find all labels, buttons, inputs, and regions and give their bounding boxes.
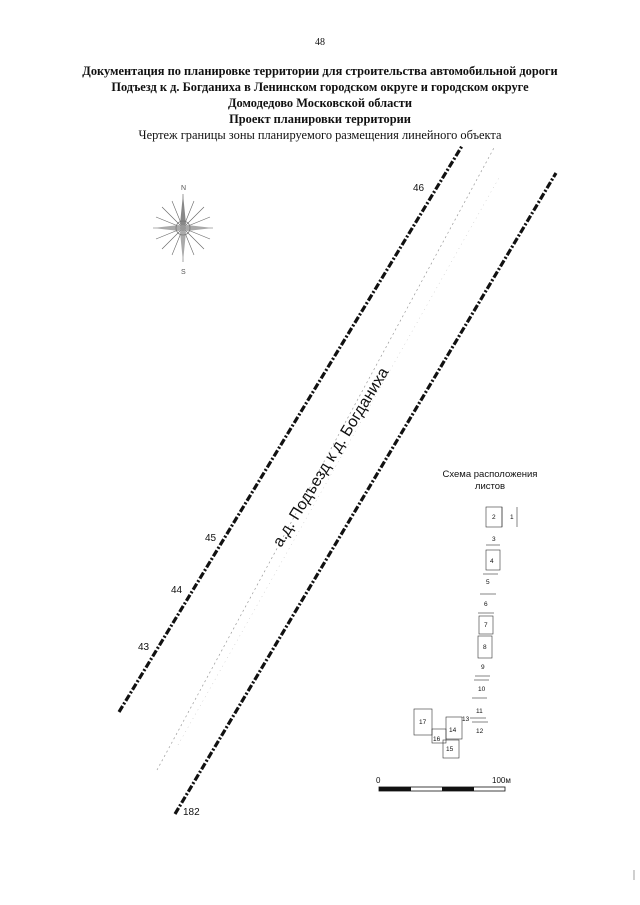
compass-rose-icon: N S — [153, 185, 213, 276]
header-line-3: Домодедово Московской области — [227, 96, 413, 110]
header-line-5: Чертеж границы зоны планируемого размеще… — [138, 128, 502, 142]
road-centerline — [156, 145, 501, 771]
scale-bar: 0 100м — [376, 776, 511, 792]
picket-182-label: 182 — [183, 807, 200, 818]
sheet-number: 2 — [492, 514, 496, 521]
header-line-1: Документация по планировке территории дл… — [82, 64, 558, 78]
sheet-number: 4 — [490, 558, 494, 565]
header-line-4: Проект планировки территории — [229, 112, 411, 126]
picket-44-label: 44 — [171, 585, 183, 596]
sheet-number: 1 — [510, 514, 514, 521]
scale-end-label: 100м — [492, 776, 511, 785]
road-label: а.д. Подъезд к д. Богданиха — [270, 365, 393, 550]
picket-45-label: 45 — [205, 533, 217, 544]
sheet-number: 16 — [433, 736, 441, 743]
sheet-number: 7 — [484, 622, 488, 629]
header-line-2: Подъезд к д. Богданиха в Ленинском город… — [111, 80, 529, 94]
road-boundary-right — [173, 172, 558, 815]
sheet-number: 12 — [476, 728, 484, 735]
sheet-number: 3 — [492, 536, 496, 543]
sheet-number: 17 — [419, 719, 427, 726]
scale-start-label: 0 — [376, 776, 381, 785]
sheet-number: 8 — [483, 644, 487, 651]
picket-46-label: 46 — [413, 183, 425, 194]
sheet-number: 10 — [478, 686, 486, 693]
sheet-scheme-title-line-2: листов — [474, 481, 506, 492]
sheet-number: 9 — [481, 664, 485, 671]
sheet-scheme-title-line-1: Схема расположения — [442, 469, 538, 480]
sheet-scheme-title: Схема расположения листов — [420, 469, 560, 493]
page-number: 48 — [315, 37, 325, 48]
road-boundary-left — [117, 145, 464, 713]
sheet-number: 6 — [484, 601, 488, 608]
compass-north-label: N — [181, 185, 186, 192]
sheet-number: 5 — [486, 579, 490, 586]
sheet-number: 11 — [476, 708, 483, 715]
picket-43-label: 43 — [138, 642, 150, 653]
sheet-layout-scheme — [413, 506, 518, 759]
sheet-numbers: 1 2 3 4 5 6 7 8 9 10 11 12 13 14 15 16 1… — [419, 514, 514, 753]
sheet-number: 14 — [449, 727, 457, 734]
sheet-number: 13 — [462, 716, 470, 723]
document-header: Документация по планировке территории дл… — [20, 63, 620, 143]
sheet-number: 15 — [446, 746, 454, 753]
compass-south-label: S — [181, 269, 186, 276]
